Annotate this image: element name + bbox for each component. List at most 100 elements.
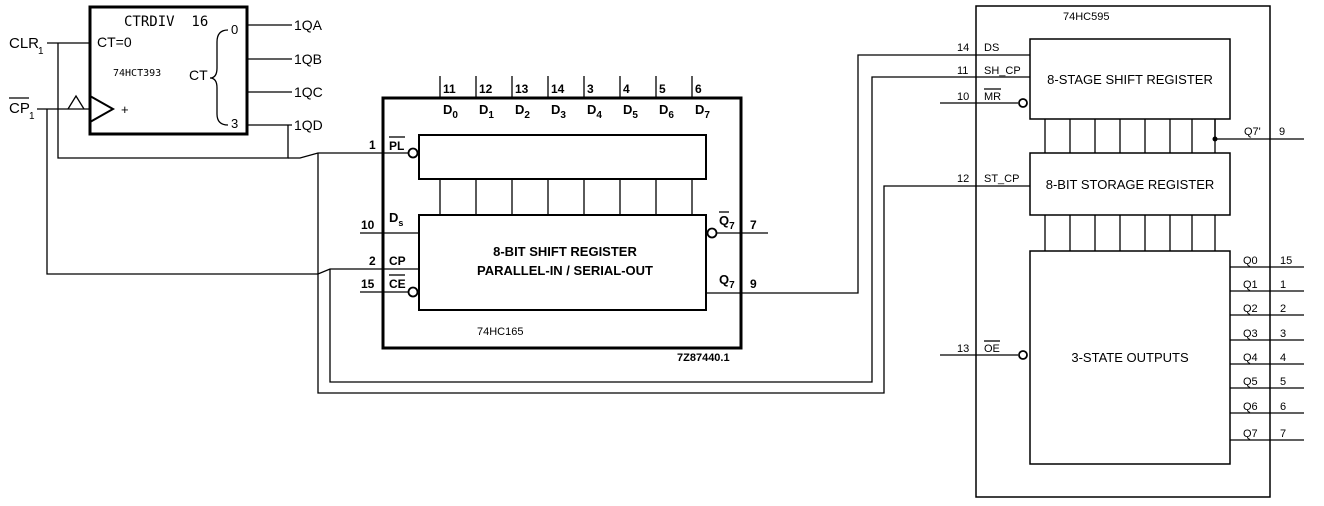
hc595-out-label: Q4 — [1243, 352, 1258, 364]
hc595-out-label: Q6 — [1243, 401, 1258, 413]
counter-cp-label: CP — [9, 100, 30, 117]
hc595-oe-label: OE — [984, 343, 1000, 355]
hc165-pin-num: 11 — [443, 82, 456, 96]
counter-clr-sub: 1 — [38, 46, 44, 57]
hc165-ds-label: Ds — [389, 210, 403, 228]
hc165-pin-label: D0 — [443, 102, 458, 121]
hc165-pin-label: D4 — [587, 102, 602, 121]
hc595-mr-bubble — [1018, 98, 1028, 108]
hc595-oe-num: 13 — [957, 343, 969, 355]
hc595-storage-label: 8-BIT STORAGE REGISTER — [1046, 177, 1215, 192]
hc595-out-label: Q2 — [1243, 303, 1258, 315]
wire-q7-to-ds — [742, 54, 940, 294]
hc165-pin-num: 13 — [515, 82, 529, 96]
hc595-q7s-label: Q7' — [1244, 126, 1261, 138]
hc595-out-num: 5 — [1280, 376, 1286, 388]
hc165-shift-block — [418, 214, 707, 311]
hc595-output-pins: Q0 Q1 Q2 Q3 Q4 Q5 Q6 Q7 15 1 2 3 4 5 6 7 — [1230, 255, 1304, 441]
counter-clr-label: CLR — [9, 35, 39, 52]
counter-title: CTRDIV 16 — [124, 14, 208, 30]
hc165-q7n-num: 7 — [750, 218, 757, 232]
hc595-out-num: 4 — [1280, 352, 1286, 364]
hc595-q7s-num: 9 — [1279, 126, 1285, 138]
hc595-out-label: Q7 — [1243, 428, 1258, 440]
counter-out-1qd: 1QD — [294, 117, 323, 133]
hc165-pin-label: D1 — [479, 102, 494, 121]
hc165-pl-bubble — [407, 147, 419, 159]
hc165-q7n-label: Q7 — [719, 213, 735, 232]
hc165-pin-label: D7 — [695, 102, 710, 121]
counter-body — [88, 5, 249, 136]
hc595-storage-block — [1029, 152, 1231, 216]
hc165-ce-num: 15 — [361, 277, 375, 291]
counter-out-1qc: 1QC — [294, 84, 323, 100]
counter-dynamic-indicator — [67, 94, 85, 110]
counter-out-1qa: 1QA — [294, 17, 323, 33]
hc595-out-num: 1 — [1280, 279, 1286, 291]
hc595-shift-block — [1029, 38, 1231, 120]
hc165-title-line2: PARALLEL-IN / SERIAL-OUT — [477, 263, 653, 278]
hc165-ref: 7Z87440.1 — [677, 352, 730, 364]
hc595-out-num: 6 — [1280, 401, 1286, 413]
hc595-shift-label: 8-STAGE SHIFT REGISTER — [1047, 72, 1213, 87]
hc165-data-pins: 11 12 13 14 3 4 5 6 D0 D1 D2 D3 D4 D5 D6… — [439, 76, 710, 121]
wire-pl-to-stcp — [288, 152, 940, 394]
shift-register-74hc165: 8-BIT SHIFT REGISTER PARALLEL-IN / SERIA… — [360, 76, 757, 364]
hc165-pin-label: D3 — [551, 102, 566, 121]
counter-ct-reset: CT=0 — [97, 34, 132, 50]
hc595-out-label: Q0 — [1243, 255, 1258, 267]
hc165-q7-label: Q7 — [719, 272, 735, 291]
hc595-part: 74HC595 — [1063, 11, 1109, 23]
hc165-pin-label: D6 — [659, 102, 674, 121]
hc165-pin-num: 5 — [659, 82, 666, 96]
hc165-pin-label: D5 — [623, 102, 638, 121]
counter-74hct393: CTRDIV 16 74HCT393 CT=0 CT 0 3 + CLR 1 C… — [9, 5, 323, 136]
hc165-pin-label: D2 — [515, 102, 530, 121]
counter-part: 74HCT393 — [113, 68, 161, 79]
hc595-ds-label: DS — [984, 42, 999, 54]
hc595-mr-label: MR — [984, 91, 1001, 103]
counter-ct-low: 0 — [231, 22, 238, 37]
hc595-out-num: 7 — [1280, 428, 1286, 440]
hc595-shcp-num: 11 — [957, 65, 968, 77]
hc595-out-label: Q5 — [1243, 376, 1258, 388]
hc595-out-num: 2 — [1280, 303, 1286, 315]
hc595-stcp-num: 12 — [957, 173, 969, 185]
hc165-q7-num: 9 — [750, 277, 757, 291]
counter-out-1qb: 1QB — [294, 51, 322, 67]
hc595-out-label: Q1 — [1243, 279, 1258, 291]
hc595-out-label: Q3 — [1243, 328, 1258, 340]
hc595-output-block — [1029, 250, 1231, 465]
hc165-parallel-latch — [418, 134, 707, 180]
counter-clock-triangle — [89, 94, 116, 124]
hc595-oe-bubble — [1018, 350, 1028, 360]
hc595-outline — [975, 5, 1271, 498]
hc595-stcp-label: ST_CP — [984, 173, 1019, 185]
hc165-internal-bus — [439, 179, 693, 215]
hc595-q7s-junction — [1212, 136, 1218, 142]
hc165-pl-label: PL — [389, 139, 404, 153]
counter-ct-high: 3 — [231, 116, 238, 131]
hc595-mr-num: 10 — [957, 91, 969, 103]
hc165-pin-num: 6 — [695, 82, 702, 96]
counter-cp-sub: 1 — [29, 111, 35, 122]
wire-cp-to-shcp — [46, 76, 940, 383]
hc165-pin-num: 4 — [623, 82, 630, 96]
hc165-pin-num: 12 — [479, 82, 493, 96]
hc595-out-num: 3 — [1280, 328, 1286, 340]
hc165-pl-num: 1 — [369, 138, 376, 152]
counter-plus: + — [121, 102, 129, 117]
hc165-ce-label: CE — [389, 277, 406, 291]
hc595-shcp-label: SH_CP — [984, 65, 1021, 77]
hc165-title-line1: 8-BIT SHIFT REGISTER — [493, 244, 637, 259]
hc595-ds-num: 14 — [957, 42, 969, 54]
hc165-ce-bubble — [407, 286, 419, 298]
counter-brace — [209, 29, 229, 126]
hc165-cp-label: CP — [389, 254, 406, 268]
hc165-pin-num: 14 — [551, 82, 565, 96]
hc595-out-num: 15 — [1280, 255, 1292, 267]
shift-register-74hc595: 74HC595 8-STAGE SHIFT REGISTER 8-BIT STO… — [940, 5, 1304, 498]
wire-clr-to-pl — [57, 43, 289, 159]
hc165-q7n-bubble — [706, 227, 718, 239]
